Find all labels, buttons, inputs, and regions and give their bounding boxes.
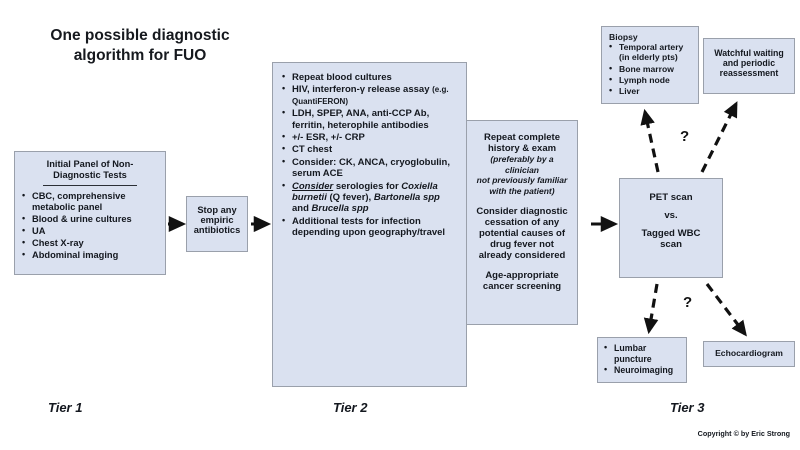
list-item: CBC, comprehensive metabolic panel <box>21 190 159 213</box>
tier-3-label: Tier 3 <box>670 400 705 415</box>
list-item: LDH, SPEP, ANA, anti-CCP Ab, ferritin, h… <box>281 107 456 131</box>
list-item: Consider: CK, ANCA, cryoglobulin, serum … <box>281 156 456 180</box>
pet-vs: vs. <box>664 210 678 221</box>
history-note-line2: not previously familiar <box>476 175 568 186</box>
list-item: HIV, interferon-γ release assay (e.g. Qu… <box>281 83 456 107</box>
arrow-pet-to-echo <box>705 283 747 337</box>
list-item: Blood & urine cultures <box>21 213 159 225</box>
tier2-serologies-text: serologies for <box>335 180 399 192</box>
tier2-qfever: (Q fever), <box>329 191 372 203</box>
page-title: One possible diagnostic algorithm for FU… <box>50 27 230 65</box>
arrow-pet-to-watchful <box>700 101 738 173</box>
biopsy-list: Temporal artery (in elderly pts) Bone ma… <box>608 41 693 97</box>
list-item: +/- ESR, +/- CRP <box>281 131 456 143</box>
box-repeat-history-exam[interactable]: Repeat complete history & exam (preferab… <box>466 120 578 325</box>
biopsy-heading: Biopsy <box>609 32 638 42</box>
drug-fever-line3: potential causes of <box>478 227 566 239</box>
echo-label: Echocardiogram <box>715 348 783 358</box>
list-item: Additional tests for infection depending… <box>281 215 456 239</box>
stop-line1: Stop any <box>197 205 237 215</box>
history-note-line3: with the patient) <box>489 185 555 196</box>
history-note: (preferably by a clinician not previousl… <box>474 154 570 197</box>
pet-line3: Tagged WBC <box>641 228 701 239</box>
cancer-screening-paragraph: Age-appropriate cancer screening <box>474 270 570 292</box>
history-line1: Repeat complete <box>483 132 561 143</box>
box-echocardiogram[interactable]: Echocardiogram <box>703 341 795 367</box>
list-item: Bone marrow <box>608 63 693 74</box>
stop-line2: empiric <box>200 215 234 225</box>
tier2-hiv-text: HIV, interferon-γ release assay <box>292 84 430 96</box>
spacer <box>474 197 570 206</box>
drug-fever-line5: already considered <box>478 249 566 261</box>
list-item: CT chest <box>281 143 456 155</box>
stop-line3: antibiotics <box>193 225 241 235</box>
initial-panel-list: CBC, comprehensive metabolic panel Blood… <box>21 190 159 262</box>
box-biopsy[interactable]: Biopsy Temporal artery (in elderly pts) … <box>601 26 699 104</box>
watchful-line3: reassessment <box>719 68 779 78</box>
box-pet-vs-tagged-wbc[interactable]: PET scan vs. Tagged WBC scan <box>619 178 723 278</box>
drug-fever-line4: drug fever not <box>490 238 554 250</box>
tier2-quantiferon-note: (e.g. QuantiFERON) <box>292 85 449 106</box>
box-initial-panel[interactable]: Initial Panel of Non- Diagnostic Tests C… <box>14 151 166 275</box>
tier2-bartonella: Bartonella spp <box>373 191 440 203</box>
initial-panel-heading-line1: Initial Panel of Non- <box>46 159 134 169</box>
list-item: Repeat blood cultures <box>281 71 456 83</box>
history-line2: history & exam <box>487 143 557 154</box>
question-mark-bottom: ? <box>683 294 693 311</box>
tier2-list: Repeat blood cultures HIV, interferon-γ … <box>281 71 456 239</box>
list-item: UA <box>21 225 159 237</box>
box-tier2-tests[interactable]: Repeat blood cultures HIV, interferon-γ … <box>272 62 467 387</box>
tier-2-label: Tier 2 <box>333 400 368 415</box>
watchful-line2: and periodic <box>722 58 776 68</box>
list-item: Consider serologies for Coxiella burneti… <box>281 180 456 215</box>
heading-divider <box>43 184 137 186</box>
list-item: Temporal artery (in elderly pts) <box>608 41 693 63</box>
pet-line1: PET scan <box>649 192 693 203</box>
arrow-pet-to-biopsy <box>640 108 660 173</box>
box-stop-empiric-antibiotics[interactable]: Stop any empiric antibiotics <box>186 196 248 252</box>
list-item: Neuroimaging <box>603 364 682 376</box>
drug-fever-line2: cessation of any <box>484 216 560 228</box>
watchful-line1: Watchful waiting <box>714 48 784 58</box>
list-item: Liver <box>608 85 693 96</box>
list-item: Abdominal imaging <box>21 249 159 261</box>
copyright-notice: Copyright © by Eric Strong <box>697 429 790 438</box>
tier2-consider-emphasis: Consider <box>292 180 334 192</box>
tier-1-label: Tier 1 <box>48 400 83 415</box>
tier2-brucella: Brucella spp <box>311 203 369 215</box>
box-watchful-waiting[interactable]: Watchful waiting and periodic reassessme… <box>703 38 795 94</box>
cancer-line2: cancer screening <box>482 280 562 292</box>
pet-line4: scan <box>660 239 682 250</box>
history-note-line1: (preferably by a clinician <box>490 154 554 175</box>
list-item: Chest X-ray <box>21 237 159 249</box>
lumbar-list: Lumbar puncture Neuroimaging <box>603 342 682 376</box>
drug-fever-line1: Consider diagnostic <box>476 205 568 217</box>
spacer <box>474 261 570 270</box>
list-item: Lymph node <box>608 74 693 85</box>
list-item: Lumbar puncture <box>603 342 682 364</box>
cancer-line1: Age-appropriate <box>485 269 559 281</box>
box-lumbar-puncture[interactable]: Lumbar puncture Neuroimaging <box>597 337 687 383</box>
tier2-and: and <box>292 203 309 215</box>
question-mark-top: ? <box>680 128 690 145</box>
arrow-pet-to-lumbar <box>643 283 659 335</box>
tier2-coxiella: Coxiella burnetii <box>292 180 438 203</box>
initial-panel-heading-line2: Diagnostic Tests <box>53 170 127 181</box>
drug-fever-paragraph: Consider diagnostic cessation of any pot… <box>474 206 570 261</box>
